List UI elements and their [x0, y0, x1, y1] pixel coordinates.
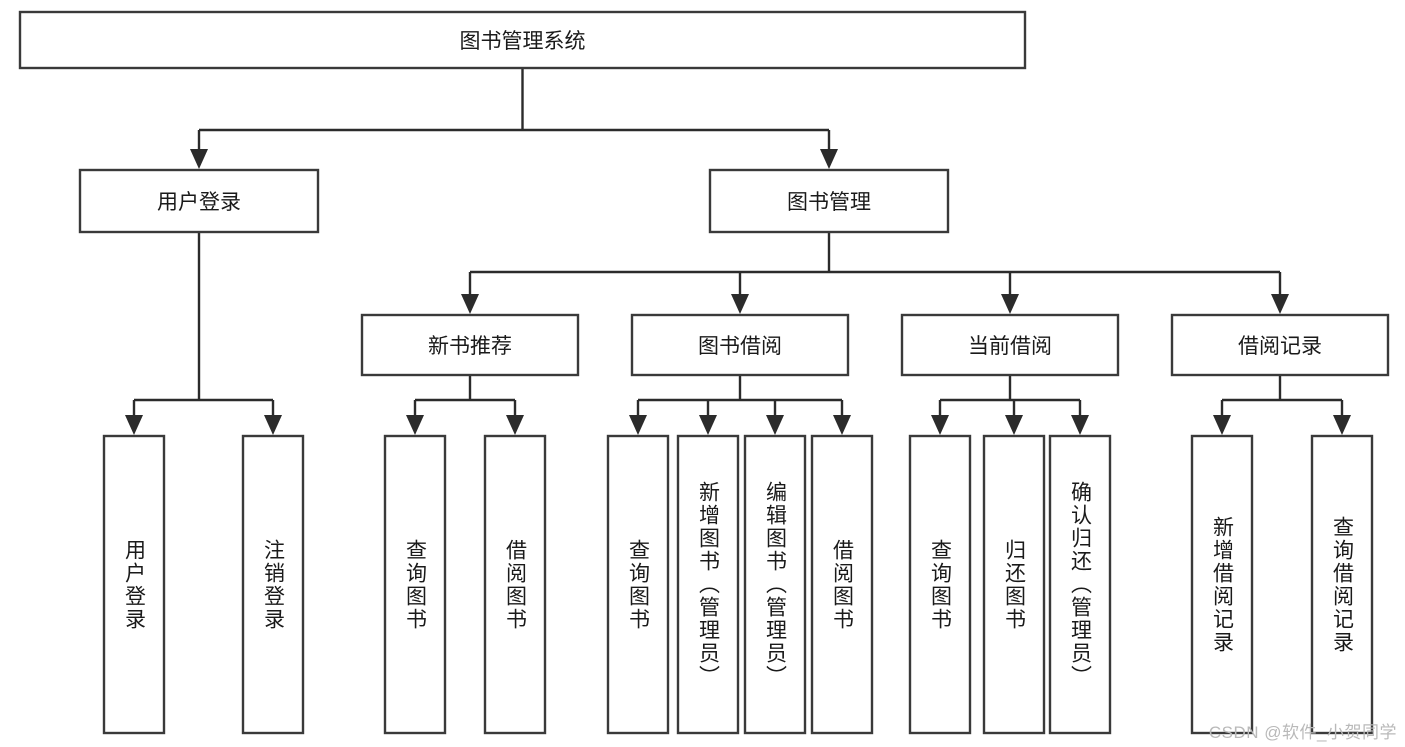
node-box-borrow-record[interactable] — [1170, 313, 1390, 377]
node-box-leaf-borrow-book-1[interactable] — [483, 434, 547, 735]
node-box-new-book-recommend[interactable] — [360, 313, 580, 377]
node-box-root[interactable] — [18, 10, 1027, 70]
node-box-leaf-query-book-3[interactable] — [908, 434, 972, 735]
node-box-leaf-query-book-2[interactable] — [606, 434, 670, 735]
node-box-leaf-user-login[interactable] — [102, 434, 166, 735]
node-box-book-manage[interactable] — [708, 168, 950, 234]
node-box-leaf-user-logout[interactable] — [241, 434, 305, 735]
node-box-leaf-edit-book[interactable] — [743, 434, 807, 735]
arrowhead-bm-to-new-book-recommend — [461, 294, 479, 314]
arrowhead-new-book-recommend-to-leaf-query-book-1 — [406, 415, 424, 435]
node-box-leaf-query-book-1[interactable] — [383, 434, 447, 735]
arrowhead-root-to-user-login — [190, 149, 208, 169]
arrowhead-bm-to-current-borrow — [1001, 294, 1019, 314]
arrowhead-book-borrow-to-leaf-borrow-book-2 — [833, 415, 851, 435]
arrowhead-user-login-to-leaf-user-login — [125, 415, 143, 435]
node-box-leaf-add-book[interactable] — [676, 434, 740, 735]
arrowhead-book-borrow-to-leaf-add-book — [699, 415, 717, 435]
arrowhead-root-to-book-manage — [820, 149, 838, 169]
arrowhead-current-borrow-to-leaf-confirm-return — [1071, 415, 1089, 435]
arrowhead-book-borrow-to-leaf-query-book-2 — [629, 415, 647, 435]
arrowhead-bm-to-book-borrow — [731, 294, 749, 314]
arrowhead-bm-to-borrow-record — [1271, 294, 1289, 314]
arrowhead-current-borrow-to-leaf-return-book — [1005, 415, 1023, 435]
node-box-leaf-add-record[interactable] — [1190, 434, 1254, 735]
node-box-leaf-confirm-return[interactable] — [1048, 434, 1112, 735]
arrowhead-borrow-record-to-leaf-query-record — [1333, 415, 1351, 435]
node-box-leaf-query-record[interactable] — [1310, 434, 1374, 735]
arrowhead-book-borrow-to-leaf-edit-book — [766, 415, 784, 435]
node-box-current-borrow[interactable] — [900, 313, 1120, 377]
node-box-layer — [18, 10, 1390, 735]
node-box-leaf-borrow-book-2[interactable] — [810, 434, 874, 735]
arrowhead-current-borrow-to-leaf-query-book-3 — [931, 415, 949, 435]
arrowhead-borrow-record-to-leaf-add-record — [1213, 415, 1231, 435]
node-box-user-login[interactable] — [78, 168, 320, 234]
node-box-book-borrow[interactable] — [630, 313, 850, 377]
arrowhead-user-login-to-leaf-user-logout — [264, 415, 282, 435]
connector-layer — [125, 68, 1351, 435]
arrowhead-new-book-recommend-to-leaf-borrow-book-1 — [506, 415, 524, 435]
node-box-leaf-return-book[interactable] — [982, 434, 1046, 735]
